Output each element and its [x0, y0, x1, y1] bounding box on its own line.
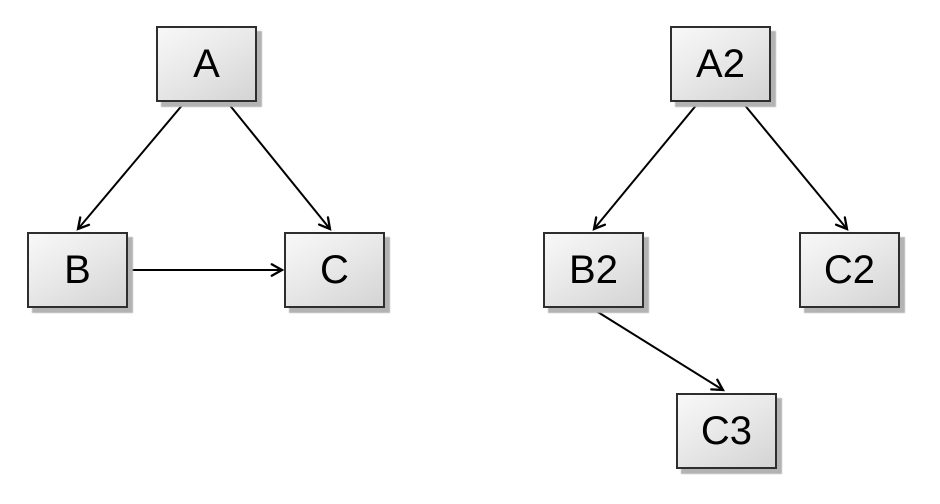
edge-A-C	[227, 102, 332, 231]
edge-B2-C3	[592, 308, 725, 392]
node-B-label: B	[64, 248, 91, 292]
node-C3-label: C3	[700, 409, 753, 453]
node-A2: A2	[670, 26, 771, 102]
node-C: C	[284, 232, 385, 308]
node-A2-label: A2	[696, 42, 745, 86]
node-C2-label: C2	[823, 248, 876, 292]
node-C-label: C	[320, 248, 349, 292]
edge-A2-C2	[742, 102, 849, 231]
node-B2: B2	[543, 232, 644, 308]
edge-A-B	[76, 102, 185, 231]
node-C3: C3	[676, 393, 777, 469]
node-C2: C2	[799, 232, 900, 308]
node-B2-label: B2	[569, 248, 618, 292]
node-A: A	[156, 26, 257, 102]
edge-A2-B2	[592, 102, 699, 231]
node-A-label: A	[193, 42, 220, 86]
node-B: B	[27, 232, 128, 308]
